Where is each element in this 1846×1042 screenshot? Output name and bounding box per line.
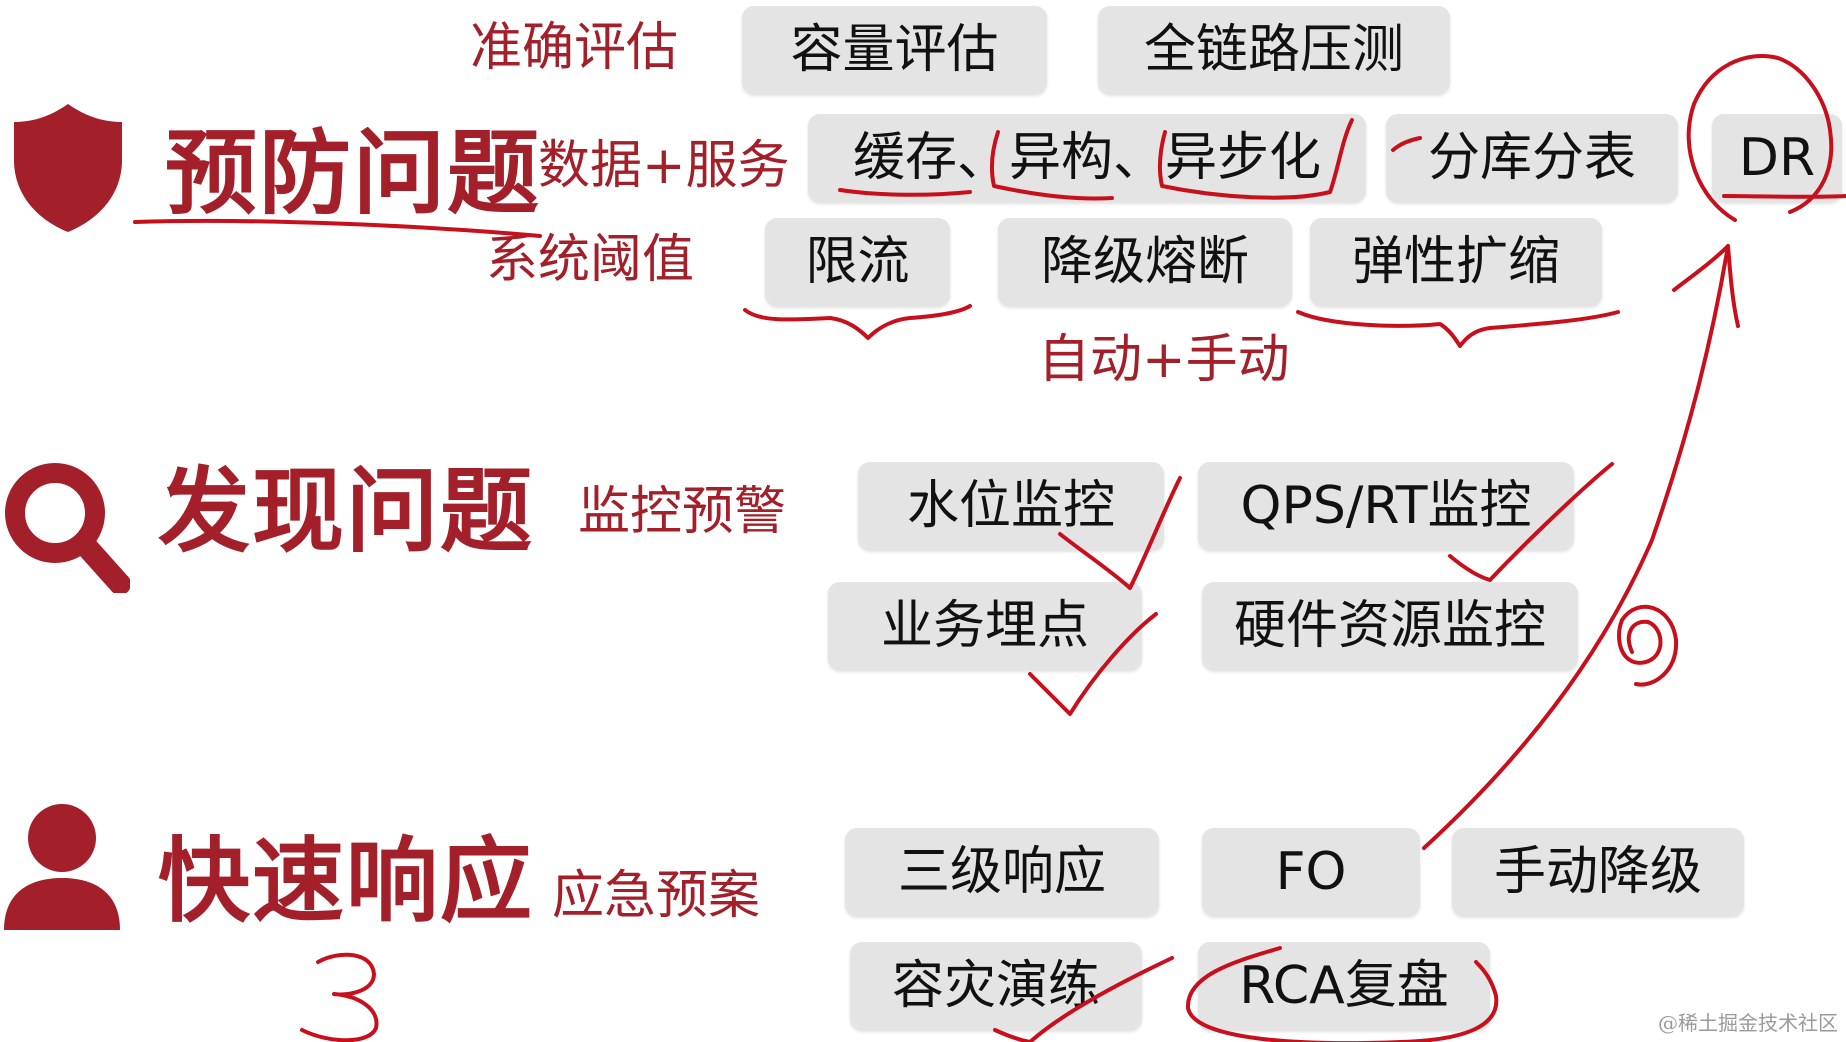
section-title-respond: 快速响应 <box>158 828 535 935</box>
handwritten-3 <box>300 952 379 1042</box>
brace-rate-limit <box>743 304 972 340</box>
shield-icon <box>8 100 128 235</box>
row-label-accurate-eval: 准确评估 <box>470 18 679 78</box>
item-rate-limit: 限流 <box>765 218 950 306</box>
item-hardware-monitor: 硬件资源监控 <box>1202 582 1578 670</box>
row-label-system-threshold: 系统阈值 <box>486 230 695 290</box>
item-degrade-circuit-break: 降级熔断 <box>998 218 1292 306</box>
item-fo: FO <box>1202 828 1420 916</box>
item-capacity-eval: 容量评估 <box>742 6 1047 94</box>
section-title-detect: 发现问题 <box>158 458 535 565</box>
item-disaster-drill: 容灾演练 <box>850 942 1142 1030</box>
search-icon <box>0 458 131 595</box>
item-manual-degrade: 手动降级 <box>1452 828 1744 916</box>
item-full-link-stress-test: 全链路压测 <box>1098 6 1450 94</box>
item-rca-review: RCA复盘 <box>1198 942 1490 1030</box>
item-biz-tracking: 业务埋点 <box>828 582 1142 670</box>
item-sharding: 分库分表 <box>1386 114 1678 202</box>
item-water-level-monitor: 水位监控 <box>858 462 1164 550</box>
row-label-data-service: 数据+服务 <box>538 136 790 196</box>
user-icon <box>0 800 125 935</box>
spiral-mark <box>1617 604 1679 687</box>
note-auto-manual: 自动+手动 <box>1038 330 1290 390</box>
item-three-level-response: 三级响应 <box>845 828 1159 916</box>
brace-degrade-elastic <box>1296 310 1620 348</box>
section-title-prevent: 预防问题 <box>165 120 542 227</box>
item-elastic-scaling: 弹性扩缩 <box>1310 218 1602 306</box>
item-cache-hetero-async: 缓存、异构、异步化 <box>808 114 1366 202</box>
item-dr: DR <box>1712 114 1842 202</box>
row-label-monitor-alert: 监控预警 <box>578 482 787 542</box>
row-label-emergency-plan: 应急预案 <box>552 866 761 926</box>
watermark: @稀土掘金技术社区 <box>1658 1011 1838 1035</box>
item-qps-rt-monitor: QPS/RT监控 <box>1198 462 1574 550</box>
arrowhead-dr <box>1672 244 1740 328</box>
